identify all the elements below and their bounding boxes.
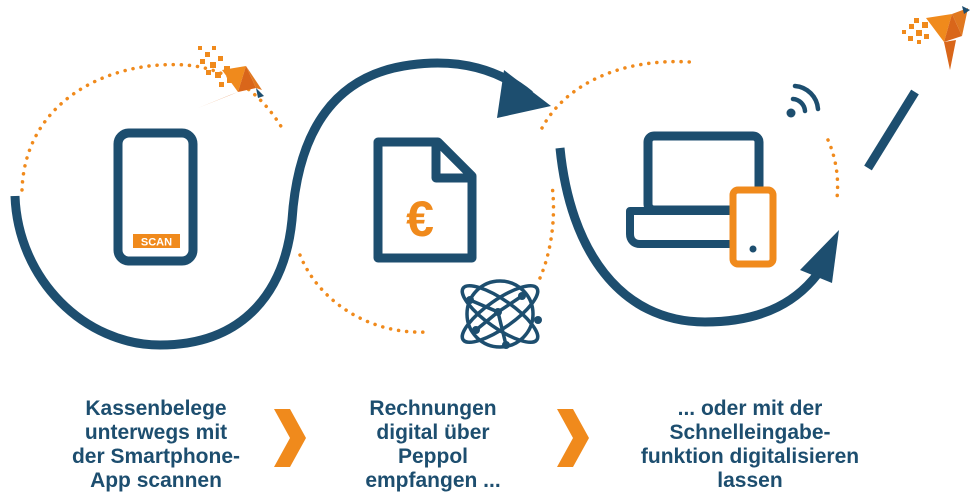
euro-symbol: € — [406, 191, 434, 247]
dotted-arc-5 — [826, 138, 840, 200]
flow-stroke-top — [864, 89, 919, 171]
wifi-icon — [786, 83, 821, 118]
step-3-label: ... oder mit der Schnelleingabe- funktio… — [640, 397, 860, 492]
dotted-arc-1 — [20, 62, 284, 192]
step-1-label: Kassenbelege unterwegs mit der Smartphon… — [71, 397, 241, 492]
chevron-right-icon — [274, 409, 306, 467]
dotted-arcs — [20, 59, 840, 334]
invoice-euro-icon: € — [373, 137, 477, 263]
scan-badge-label: SCAN — [141, 237, 172, 249]
arrow-head-bottom — [800, 230, 839, 283]
flow-arc-left — [10, 58, 533, 350]
origami-bird-icon — [198, 46, 264, 108]
dotted-arc-2 — [298, 253, 430, 334]
network-globe-icon — [460, 279, 542, 349]
origami-bird-icon-top — [902, 6, 970, 70]
flow-line — [10, 58, 919, 350]
flow-arc-right — [555, 147, 826, 327]
arrow-head-top — [497, 70, 551, 118]
dotted-arc-3 — [538, 183, 556, 280]
chevron-right-icon — [557, 409, 589, 467]
scan-badge — [133, 234, 180, 248]
dotted-arc-4 — [540, 59, 692, 130]
smartphone-scan-icon: SCAN — [113, 128, 198, 266]
laptop-phone-icon — [626, 131, 777, 268]
step-2-label: Rechnungen digital über Peppol empfangen… — [365, 397, 501, 492]
